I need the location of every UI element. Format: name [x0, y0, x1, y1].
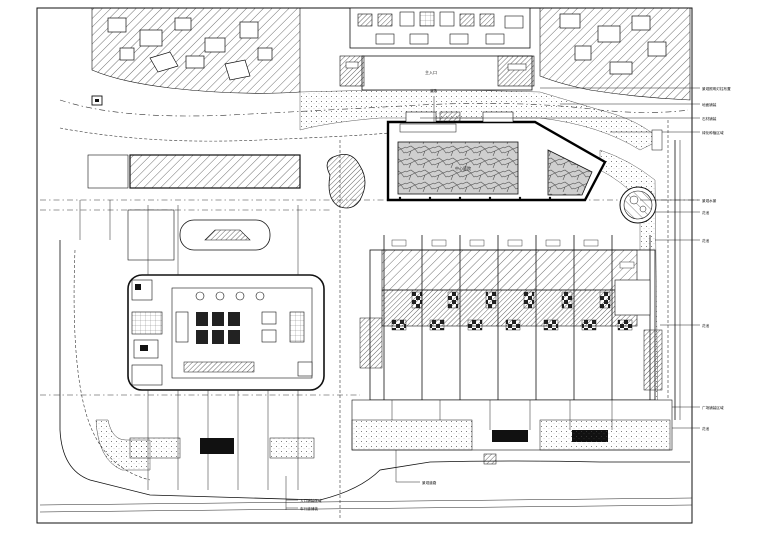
- note-planter-1: 花池: [702, 210, 710, 215]
- left-building: [127, 205, 325, 490]
- courtyard-bottom-markers: [398, 196, 552, 200]
- annotation-labels: 景观照明灯柱布置 地面铺装 石材铺装 绿化种植区域 景观水景 花池 花池 花池 …: [702, 86, 731, 431]
- note-paving-1: 地面铺装: [702, 102, 717, 107]
- courtyard-planting-bed: [547, 149, 593, 196]
- column-lines-left: [147, 205, 299, 490]
- note-planter-2: 花池: [702, 238, 710, 243]
- top-central-building: [349, 7, 531, 49]
- bottom-callouts: 入口铺装区域 车行道铺装 景观道路: [285, 450, 437, 511]
- note-water: 景观水景: [702, 198, 717, 203]
- site-boundary-curve: [59, 240, 690, 501]
- retail-top-marker-row: [391, 239, 635, 269]
- note-planter-3: 花池: [702, 323, 710, 328]
- note-lighting: 景观照明灯柱布置: [702, 86, 731, 91]
- central-courtyard: 中心庭院: [386, 96, 607, 202]
- note-planting: 绿化种植区域: [702, 130, 724, 135]
- building-cluster-top-right: [559, 13, 667, 75]
- note-paving-2: 石材铺装: [702, 116, 717, 121]
- note-planter-4: 花池: [702, 426, 710, 431]
- courtyard-label: 中心庭院: [455, 165, 471, 171]
- tree-cluster-left: [326, 153, 366, 209]
- bottom-note-entrance: 入口铺装区域: [300, 498, 322, 503]
- note-plaza: 广场铺装区域: [702, 405, 724, 410]
- road-centerlines: [40, 99, 700, 520]
- building-cluster-top-left: [107, 17, 273, 81]
- furniture-blocks: [175, 291, 313, 377]
- hatched-plot-left: [129, 154, 301, 189]
- top-residential-zone: 主入口 道路: [91, 7, 691, 101]
- retail-block: [359, 235, 663, 401]
- retail-bottom-plaza: [351, 399, 673, 465]
- bottom-note-driveway: 车行道铺装: [300, 506, 318, 511]
- right-fence: [651, 129, 681, 420]
- entrance-label: 主入口: [425, 69, 437, 75]
- bottom-callout-road: 景观道路: [422, 480, 437, 485]
- retail-unit-dividers: [383, 235, 651, 400]
- courtyard-stone-paving: [397, 141, 519, 195]
- left-planter-strip: [95, 419, 151, 471]
- feature-tree-circle: [619, 186, 657, 224]
- annotation-leaders: [420, 87, 700, 429]
